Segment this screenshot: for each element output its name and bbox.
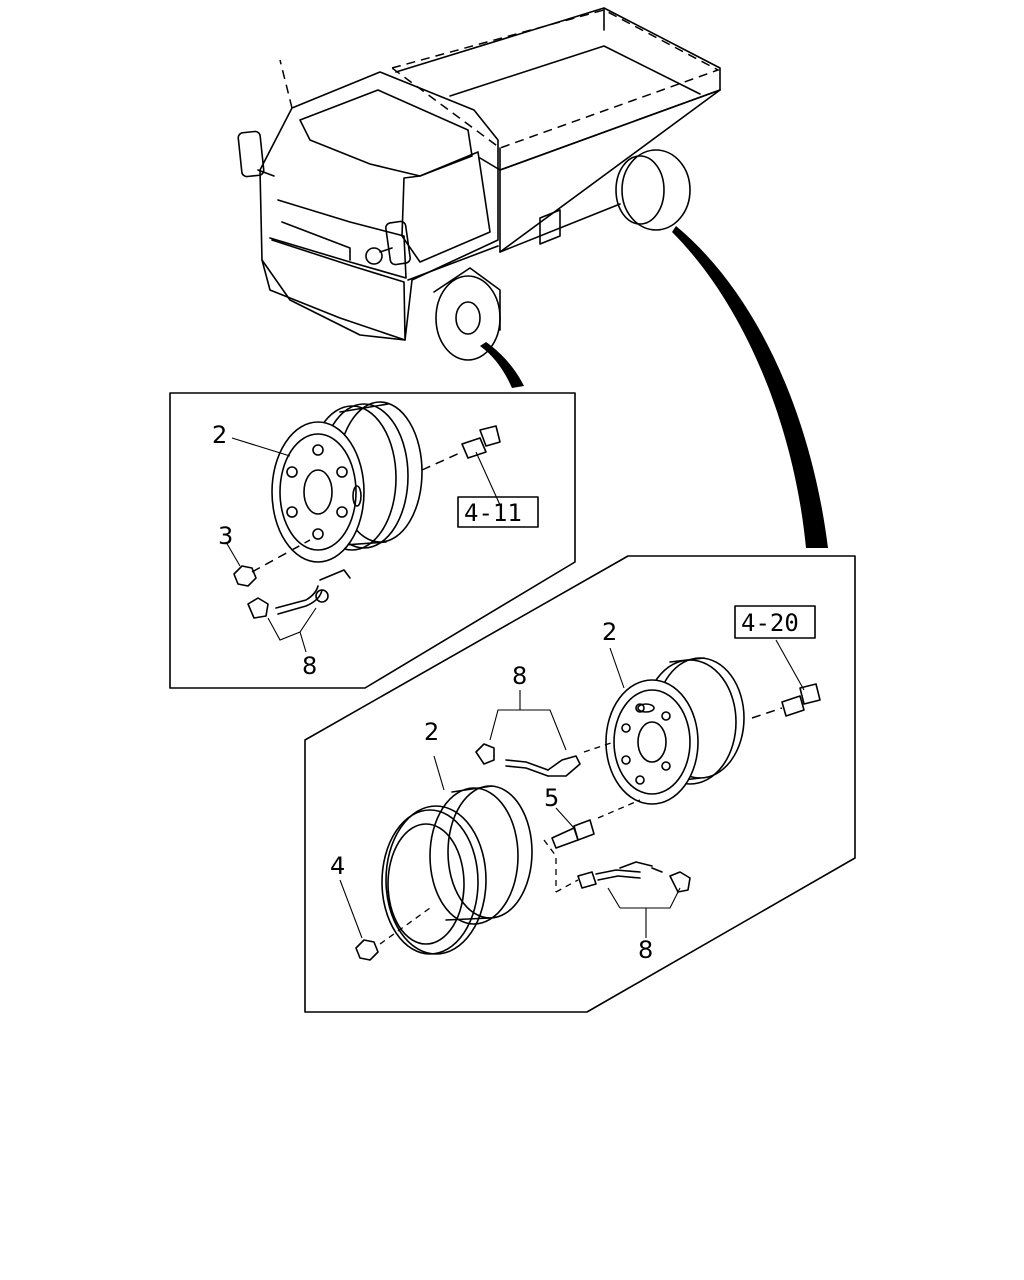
callout-top-extension: 8 bbox=[302, 652, 317, 680]
front-wheel-leader bbox=[480, 342, 524, 388]
callout-top-nut: 3 bbox=[218, 522, 233, 550]
callout-rear-stud: 5 bbox=[544, 784, 559, 812]
callout-rear-extension-lower: 8 bbox=[638, 936, 653, 964]
ref-rear-hub: 4-20 bbox=[741, 609, 799, 637]
callout-rear-inner-rim: 2 bbox=[602, 618, 617, 646]
front-wheel-panel bbox=[169, 392, 576, 689]
rear-wheel-panel bbox=[304, 555, 856, 1013]
callout-rear-extension-upper: 8 bbox=[512, 662, 527, 690]
callout-rear-outer-rim: 2 bbox=[424, 718, 439, 746]
callout-top-rim: 2 bbox=[212, 421, 227, 449]
ref-front-hub: 4-11 bbox=[464, 499, 522, 527]
rear-wheel-leader bbox=[672, 226, 828, 548]
callout-rear-nut: 4 bbox=[330, 852, 345, 880]
truck-illustration bbox=[237, 7, 721, 361]
